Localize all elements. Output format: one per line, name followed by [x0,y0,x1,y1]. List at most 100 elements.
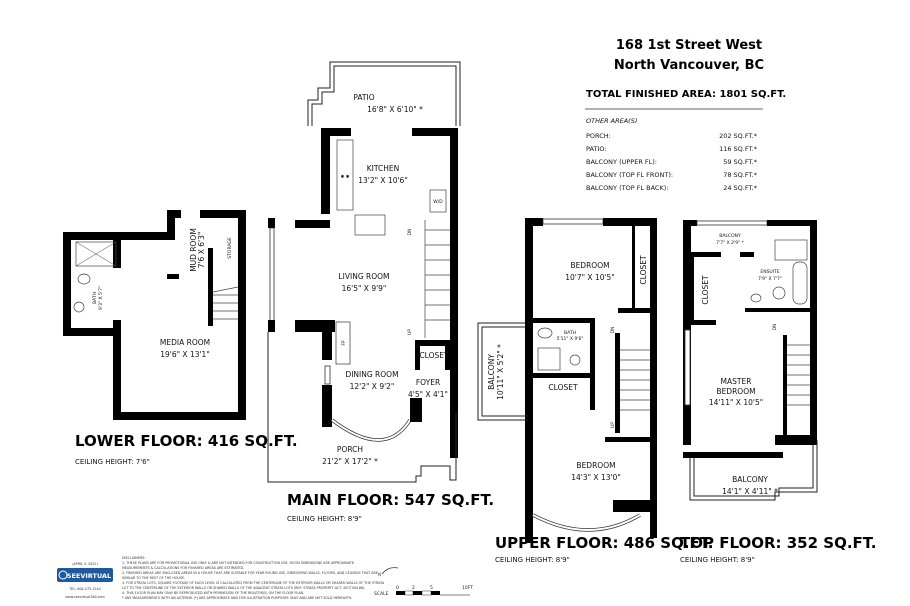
other-area-label: BALCONY (UPPER FL): [586,158,657,166]
scale-tick: 5 [430,585,433,591]
compass-north-label: N [378,572,381,577]
lower-floor: BATH 9'3" X 5'7" MUD ROOM 7'6 X 6'3" STO… [63,210,298,466]
stairs-dn-label: DN [610,327,616,334]
sink-icon [569,354,581,366]
other-area-label: BALCONY (TOP FL BACK): [586,184,668,192]
total-finished-area: TOTAL FINISHED AREA: 1801 SQ.FT. [586,89,786,100]
company-logo [57,568,113,582]
room-dims-dining-room: 12'2" X 9'2" [350,382,395,391]
shower-icon [537,347,561,371]
bathtub-icon [792,261,808,305]
disclaimer-line: 3. FOR STRATA LOTS, SQUARE FOOTAGE OF EA… [122,581,385,585]
disclaimer-title: DISCLAIMERS: [122,556,145,560]
room-name-foyer: FOYER [416,378,440,387]
room-dims-ensuite: 7'9" X 7'7" [758,276,782,282]
other-area-label: BALCONY (TOP FL FRONT): [586,171,673,179]
room-name-balcony-front: BALCONY [732,475,768,484]
room-name-bath: BATH [92,292,98,304]
other-area-label: PORCH: [586,132,611,140]
room-name-closet2: CLOSET [548,383,578,392]
logo-swirl-icon [58,570,68,580]
toilet-icon [537,327,553,339]
room-name-bath: BATH [564,330,576,336]
disclaimer-line: * ANY MEASUREMENTS WITH AN ASTERISK (*) … [122,596,352,600]
stairs [620,349,650,411]
room-dims-master: 14'11" X 10'5" [709,398,763,407]
toilet-icon [772,286,786,300]
disclaimer-line: 4. THIS FLOOR PLAN MAY ONLY BE REPRODUCE… [122,591,304,595]
room-dims-bedroom1: 10'7" X 10'5" [565,273,615,282]
room-name-mud-room: MUD ROOM [189,228,198,272]
disclaimer-line: 1. THESE PLANS ARE FOR PROMOTIONAL USE O… [122,561,355,565]
stairs-dn-label: DN [407,229,413,236]
fireplace [335,321,351,365]
other-area-value: 78 SQ.FT.* [723,171,758,179]
logo-text: SEEVIRTUAL [67,572,111,580]
scale-label: SCALE [374,591,389,597]
disclaimer-line: 2. FINISHED AREAS ARE ENCLOSED AREAS IN … [122,571,378,575]
top-floor: BALCONY 7'7" X 2'9" * ENSUITE 7'9" X 7'7… [680,220,876,564]
room-name-bedroom2: BEDROOM [576,461,615,470]
company-website[interactable]: www.seevirtual360.com [65,595,105,599]
ceiling-height-main: CEILING HEIGHT: 8'9" [287,515,362,523]
room-name-master-line2: BEDROOM [716,387,755,396]
room-dims-bedroom2: 14'3" X 13'0" [571,473,621,482]
shower-icon [774,239,808,261]
ceiling-height-upper: CEILING HEIGHT: 8'9" [495,556,570,564]
room-name-master-line1: MASTER [721,377,752,386]
disclaimer-line: SIMILAR TO THE REST OF THE HOUSE. [122,576,185,580]
stairs-up-label: UP [407,329,413,335]
floor-title-lower: LOWER FLOOR: 416 SQ.FT. [75,432,298,450]
room-name-porch: PORCH [337,445,363,454]
stove-icon: ✱ ✱ [341,174,350,180]
other-areas-title: OTHER AREA(S) [586,117,637,125]
room-dims-foyer: 4'5" X 4'1" [408,390,448,399]
room-name-dining-room: DINING ROOM [345,370,398,379]
room-name-media-room: MEDIA ROOM [160,338,210,347]
upper-floor: BEDROOM 10'7" X 10'5" CLOSET BATH 5'11" … [477,218,713,564]
plan-date: (APRIL 5, 2022) [72,562,98,566]
room-dims-balcony-front: 14'1" X 4'11" * [722,487,778,496]
room-name-balcony: BALCONY [487,354,496,390]
room-dims-living-room: 16'5" X 9'9" [342,284,387,293]
company-phone: TEL: 604-575-1244 [68,587,100,591]
stairs [424,220,450,338]
other-area-label: PATIO: [586,145,607,153]
room-name-ensuite: ENSUITE [760,269,779,275]
disclaimer-line: MEASUREMENTS & CALCULATIONS FOR FINISHED… [122,566,244,570]
floor-title-upper: UPPER FLOOR: 486 SQ.FT. [495,534,713,552]
main-floor: FP ✱ ✱ W/D DN UP PATIO 16'8" X 6'10" * K… [267,61,494,523]
scale-bar: SCALE 0 2 5 10FT [374,585,473,597]
stairs-up-label: UP [610,422,616,428]
compass-icon: N [378,567,399,577]
scale-tick: 10FT [462,585,473,591]
washer-dryer-label: W/D [433,199,443,205]
header: 168 1st Street West North Vancouver, BC … [585,38,786,192]
other-area-value: 202 SQ.FT.* [719,132,758,140]
stairs [212,286,239,320]
room-dims-bath: 5'11" X 9'6" [557,336,584,342]
disclaimer-line: LOT TO THE CENTERLINE OF THE EXTERIOR WA… [122,586,365,590]
sink-icon [73,301,85,313]
address-line1: 168 1st Street West [616,38,762,53]
stairs [787,344,810,406]
room-dims-kitchen: 13'2" X 10'6" [358,176,408,185]
other-areas-list: PORCH: 202 SQ.FT.* PATIO: 116 SQ.FT.* BA… [586,132,758,192]
room-dims-mud-room: 7'6 X 6'3" [197,232,206,269]
room-name-closet: CLOSET [701,275,710,305]
sink-icon [354,214,386,236]
toilet-icon [77,273,91,285]
stairs-dn-label: DN [772,324,778,331]
sink-icon [750,293,762,303]
floor-title-top: TOP FLOOR: 352 SQ.FT. [680,534,876,552]
scale-tick: 2 [412,585,415,591]
other-area-value: 116 SQ.FT.* [719,145,758,153]
room-name-balcony-back: BALCONY [719,233,741,239]
scale-tick: 0 [396,585,399,591]
room-dims-balcony: 10'11" X 5'2" * [496,344,505,400]
room-name-living-room: LIVING ROOM [338,272,389,281]
room-name-patio: PATIO [353,93,374,102]
room-name-closet: CLOSET [419,351,449,360]
fireplace-label: FP [341,340,347,346]
